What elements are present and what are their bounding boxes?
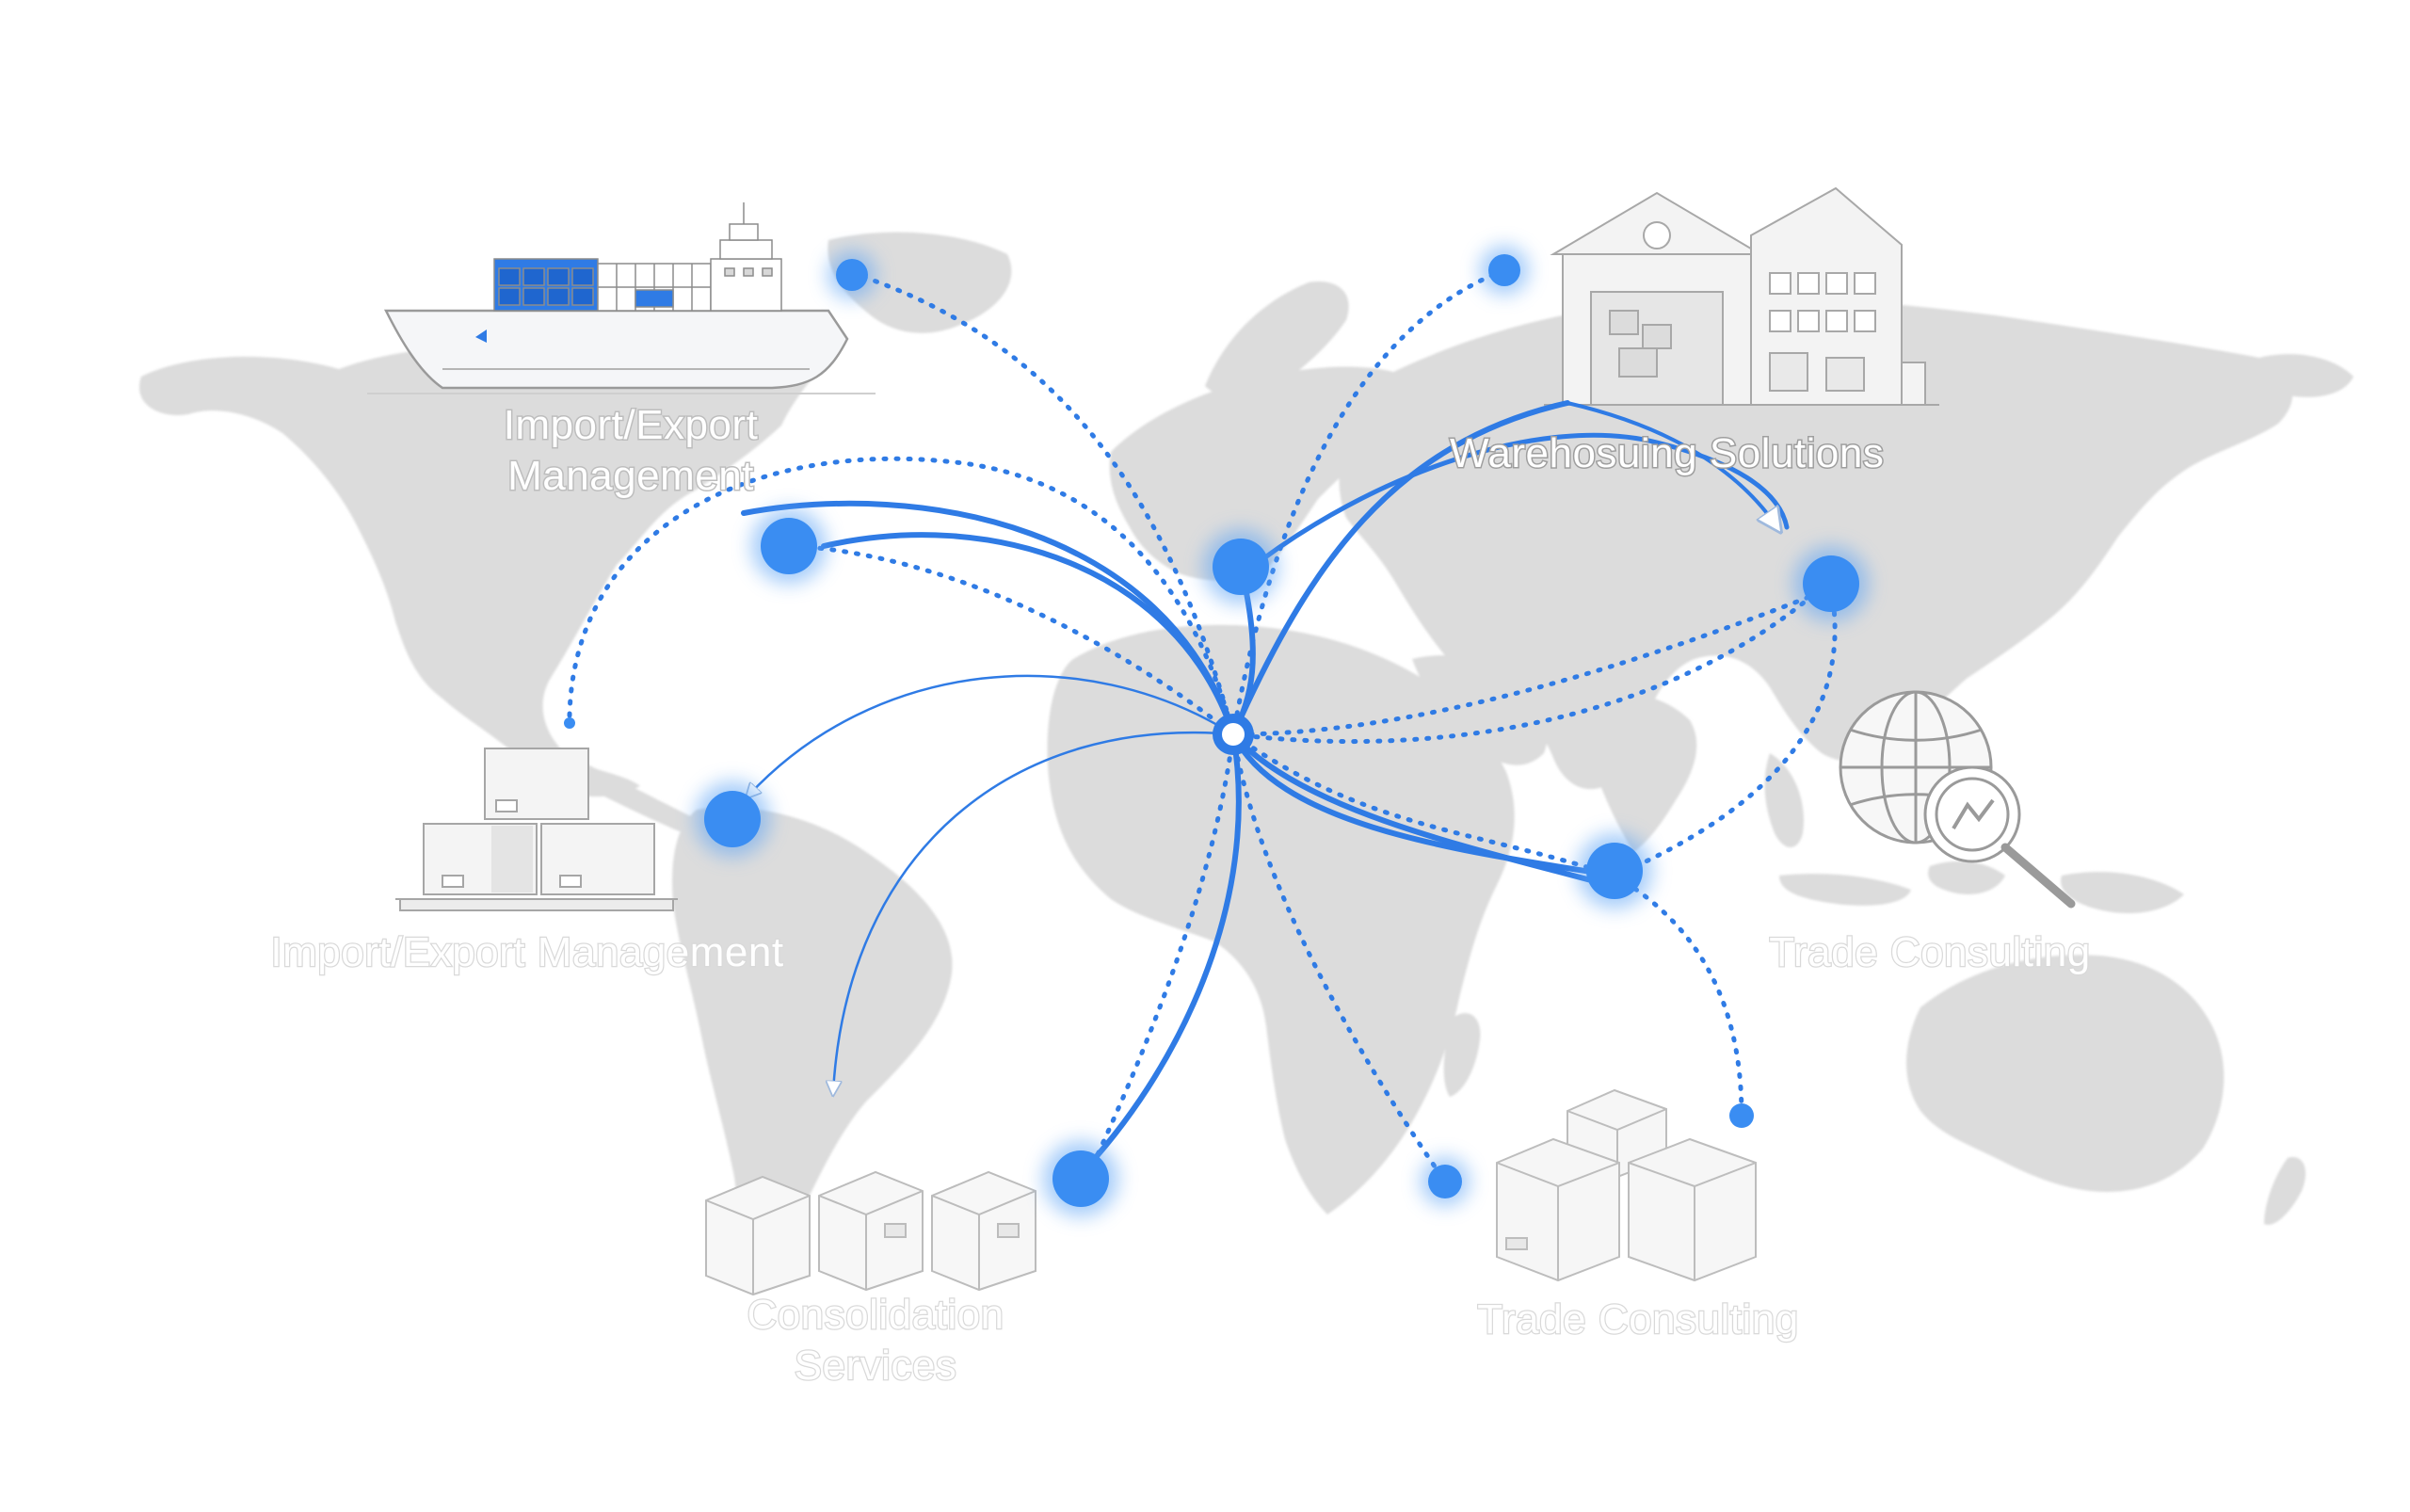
node-europe[interactable] xyxy=(1213,539,1269,595)
central-america xyxy=(561,753,715,835)
south-america xyxy=(672,807,953,1280)
node-us-west[interactable] xyxy=(564,717,575,729)
label-trade-consulting-right: Trade Consulting xyxy=(1768,928,2091,976)
node-south-america[interactable] xyxy=(704,791,761,847)
label-trade-consulting-bottom: Trade Consulting xyxy=(1476,1295,1799,1343)
container-ship-icon xyxy=(367,202,876,394)
node-indian-ocean[interactable] xyxy=(1729,1103,1754,1128)
node-south-africa[interactable] xyxy=(1428,1165,1462,1198)
route-nodes xyxy=(564,246,1869,1216)
route-network xyxy=(567,267,1838,1184)
warehouse-icon xyxy=(1544,186,1939,406)
australia xyxy=(1906,955,2225,1192)
cardboard-boxes-icon xyxy=(705,1170,1036,1296)
solid-routes xyxy=(741,400,1790,1180)
stacked-crates-icon xyxy=(1496,1088,1757,1282)
asia xyxy=(1339,297,2293,790)
indonesia-1 xyxy=(1779,874,1911,906)
arabian-peninsula xyxy=(1412,655,1548,765)
madagascar xyxy=(1443,1013,1481,1097)
node-north-america[interactable] xyxy=(761,518,817,574)
node-greenland[interactable] xyxy=(836,259,868,291)
stacked-boxes-icon xyxy=(395,748,678,911)
africa xyxy=(1047,624,1515,1214)
new-guinea xyxy=(2061,872,2184,913)
central-hub[interactable] xyxy=(1222,723,1245,746)
node-south-atlantic[interactable] xyxy=(1052,1150,1109,1207)
label-import-export-left: Import/Export Management xyxy=(269,928,784,976)
label-consolidation: Consolidation Services xyxy=(746,1291,1004,1390)
label-import-export-top: Import/Export Management xyxy=(502,400,759,500)
japan xyxy=(2028,486,2081,593)
label-warehousing: Warehosuing Solutions xyxy=(1449,429,1886,478)
indian-subcontinent xyxy=(1585,693,1697,852)
dotted-routes xyxy=(567,267,1838,1184)
russia-east xyxy=(2258,354,2354,397)
node-east-asia[interactable] xyxy=(1803,555,1859,612)
indonesia-2 xyxy=(1928,861,2005,894)
world-map xyxy=(139,232,2354,1280)
north-america xyxy=(139,316,848,797)
scandinavia xyxy=(1205,281,1349,397)
thin-routes xyxy=(748,674,1235,1092)
southeast-asia xyxy=(1764,753,1804,847)
greenland xyxy=(827,232,1012,333)
node-south-asia[interactable] xyxy=(1586,843,1643,899)
node-russia[interactable] xyxy=(1488,254,1520,286)
new-zealand xyxy=(2264,1157,2306,1225)
globe-magnifier-icon xyxy=(1839,690,2076,909)
europe xyxy=(1109,366,1404,581)
